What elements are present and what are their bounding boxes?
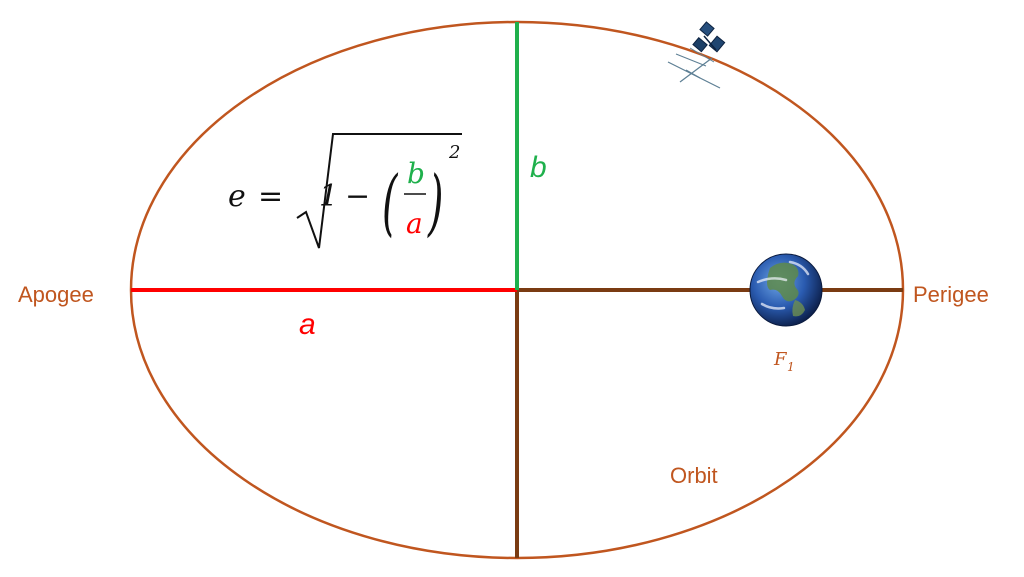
formula-numerator: b xyxy=(407,157,425,190)
perigee-label: Perigee xyxy=(913,282,989,307)
orbit-label: Orbit xyxy=(670,463,718,488)
formula-one: 1 xyxy=(319,179,338,214)
formula-paren-open: ( xyxy=(382,160,398,244)
focus-subscript: 1 xyxy=(787,360,795,374)
formula-paren-close: ) xyxy=(427,160,444,244)
formula-lhs: e xyxy=(228,179,246,214)
formula-equals: = xyxy=(258,179,283,214)
formula-minus: − xyxy=(345,179,370,214)
earth-icon xyxy=(749,253,823,327)
focus-label: F xyxy=(773,349,788,370)
radical-sign xyxy=(296,133,462,249)
formula-denominator: a xyxy=(406,207,423,240)
semi-major-label: a xyxy=(299,308,316,341)
semi-minor-label: b xyxy=(530,151,547,184)
formula-exponent: 2 xyxy=(448,142,460,163)
satellite-icon xyxy=(667,21,726,89)
apogee-label: Apogee xyxy=(18,282,94,307)
eccentricity-formula: e = 1 − ( b a ) 2 xyxy=(228,133,462,249)
